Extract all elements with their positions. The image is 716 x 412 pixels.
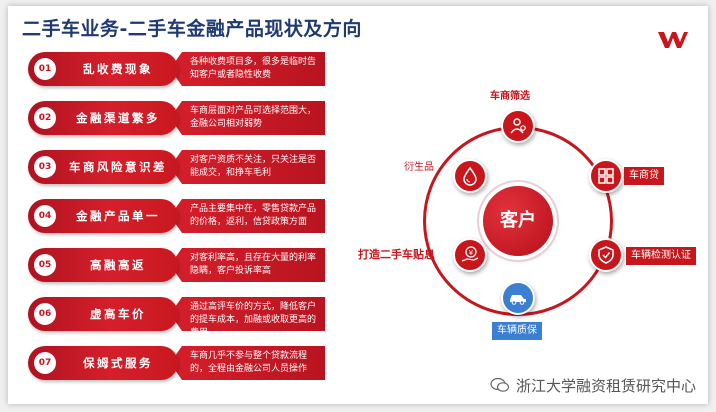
item-number: 03 — [34, 156, 56, 178]
node-label-bottom: 车辆质保 — [492, 322, 542, 340]
node-label-left-lower: 打造二手车贴息 — [358, 248, 435, 261]
item-label: 乱收费现象 — [83, 62, 153, 76]
slide: 二手车业务-二手车金融产品现状及方向 各种收费项目多，很多是临时告知客户或者隐性… — [8, 6, 708, 404]
item-label: 虚高车价 — [90, 307, 146, 321]
center-customer: 客户 — [483, 186, 553, 256]
yen-hand-icon: ¥ — [461, 246, 479, 262]
car-icon — [510, 295, 526, 305]
person-search-icon — [510, 118, 526, 134]
shield-check-icon — [598, 246, 614, 264]
item-description: 车商几乎不参与整个贷款流程的，全程由金融公司人员操作 — [170, 346, 325, 380]
item-description: 各种收费项目多，很多是临时告知客户或者隐性收费 — [170, 52, 325, 86]
watermark: 浙江大学融资租赁研究中心 — [490, 375, 696, 396]
node-left-lower: ¥ — [453, 238, 487, 272]
item-number: 04 — [34, 205, 56, 227]
item-description: 产品主要集中在，零售贷款产品的价格，返利，信贷政策方面 — [170, 199, 325, 233]
item-label: 金融渠道繁多 — [76, 111, 160, 125]
node-right-lower — [589, 238, 623, 272]
svg-text:¥: ¥ — [469, 249, 474, 257]
item-description: 车商层面对产品可选择范围大，金融公司相对弱势 — [170, 101, 325, 135]
item-number: 07 — [34, 352, 56, 374]
brand-logo-icon — [658, 32, 688, 48]
node-top — [501, 109, 535, 143]
grid-icon — [598, 168, 614, 184]
page-title: 二手车业务-二手车金融产品现状及方向 — [22, 18, 362, 40]
item-description: 对客利率高，且存在大量的利率隐瞒，客户投诉率高 — [170, 248, 325, 282]
watermark-text: 浙江大学融资租赁研究中心 — [515, 377, 696, 395]
item-number: 01 — [34, 58, 56, 80]
node-right-upper — [589, 159, 623, 193]
customer-cycle-diagram: 客户 车商筛选 车商贷 车辆检测认 — [338, 76, 708, 366]
item-number: 02 — [34, 107, 56, 129]
item-description: 对客户资质不关注，只关注是否能成交，和挣车毛利 — [170, 150, 325, 184]
item-number: 05 — [34, 254, 56, 276]
node-label-right-upper: 车商贷 — [624, 167, 664, 185]
item-description: 通过高评车价的方式，降低客户的提车成本，加融或收取更高的费用 — [170, 297, 325, 331]
item-label: 高融高返 — [90, 258, 146, 272]
node-label-right-lower: 车辆检测认证 — [626, 247, 696, 265]
item-label: 金融产品单一 — [76, 209, 160, 223]
node-label-left-upper: 衍生品 — [404, 162, 434, 173]
item-label: 车商风险意识差 — [69, 160, 167, 174]
node-bottom — [501, 281, 535, 315]
item-number: 06 — [34, 303, 56, 325]
node-left-upper — [453, 159, 487, 193]
node-label-top: 车商筛选 — [490, 91, 530, 102]
drop-icon — [463, 166, 477, 186]
wechat-icon — [490, 377, 510, 392]
item-label: 保姆式服务 — [83, 356, 153, 370]
